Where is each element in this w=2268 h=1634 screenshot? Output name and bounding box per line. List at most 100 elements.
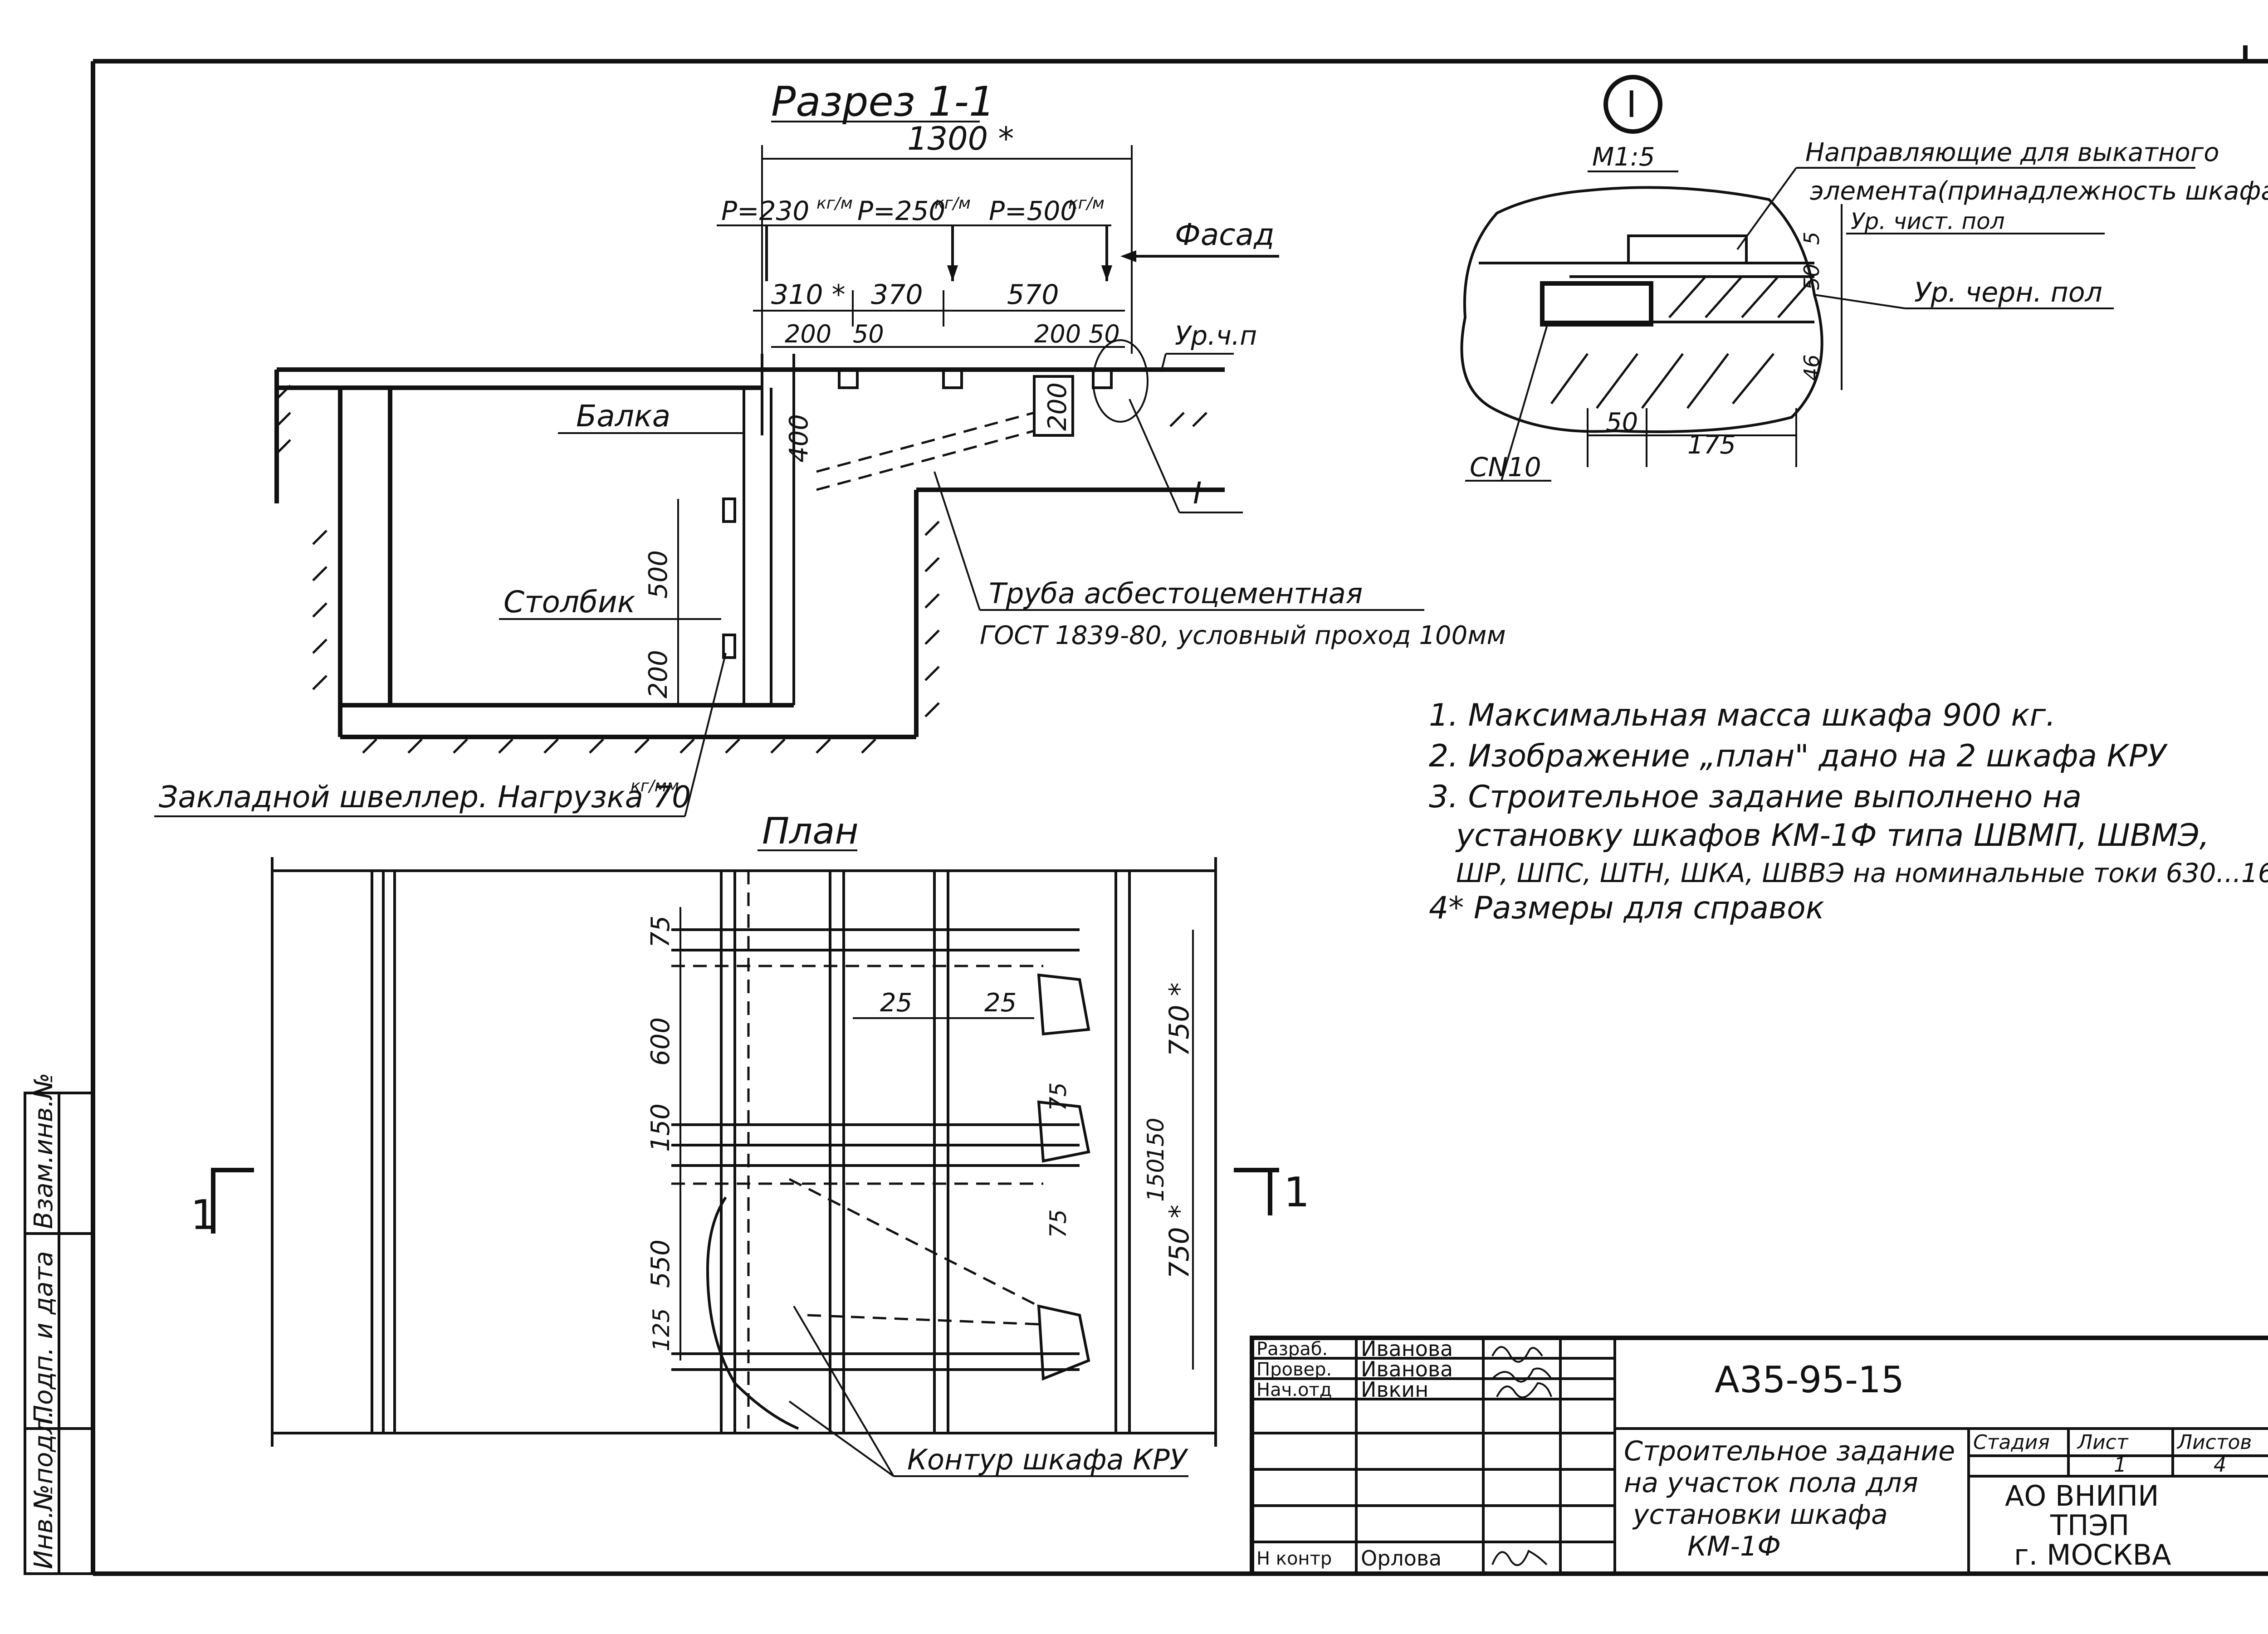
side-stamp-replace: Взам.инв.№ — [29, 1073, 59, 1229]
plan-dim-75c: 75 — [1045, 1209, 1071, 1238]
facade-label: Фасад — [1175, 217, 1275, 252]
plan-dim-550: 550 — [646, 1239, 675, 1288]
pipe-label-1: Труба асбестоцементная — [989, 577, 1363, 610]
tb-code: А35-95-15 — [1715, 1359, 1904, 1401]
title-block: Разраб. Иванова Провер. Иванова Нач.отд … — [1250, 1336, 2268, 1576]
contour-label: Контур шкафа КРУ — [907, 1443, 1189, 1476]
plan-title: План — [762, 810, 859, 852]
notes: 1. Максимальная масса шкафа 900 кг. 2. И… — [1429, 697, 2268, 926]
note-4: 4* Размеры для справок — [1429, 890, 1824, 926]
tb-h-sheets: Листов — [2176, 1431, 2252, 1454]
cut-right-number: 1 — [1284, 1169, 1310, 1216]
cabinet-contour-left — [706, 1196, 799, 1430]
node-dim-5: 5 — [1799, 232, 1824, 245]
dim-50b: 50 — [1089, 320, 1120, 348]
tb-sheets: 4 — [2214, 1454, 2226, 1477]
tb-sheet: 1 — [2114, 1454, 2126, 1477]
tb-name-1: Иванова — [1361, 1336, 1453, 1361]
dim-50a: 50 — [853, 320, 884, 348]
tb-name-3: Ивкин — [1361, 1377, 1428, 1402]
note-3-line-3: ШР, ШПС, ШТН, ШКА, ШВВЭ на номинальные т… — [1456, 858, 2268, 888]
node-dim-50: 50 — [1606, 408, 1638, 437]
signature-2 — [1491, 1367, 1552, 1383]
dim-200a: 200 — [785, 320, 831, 348]
signature-1 — [1491, 1346, 1543, 1363]
node-detail: I М1:5 Направляющие для выкатного элемен… — [1460, 75, 2268, 483]
load-1: Р=230 — [721, 195, 809, 226]
tb-name-4: Орлова — [1361, 1546, 1442, 1571]
tb-desc-4: КМ-1Ф — [1687, 1531, 1781, 1562]
side-stamp: Инв.№подл. Подп. и дата Взам.инв.№ — [24, 1073, 94, 1575]
dim-370: 370 — [871, 279, 923, 311]
dim-total: 1300 * — [907, 120, 1014, 157]
tb-org-2: ТПЭП — [2050, 1509, 2129, 1542]
plan-dim-150c: 150 — [1143, 1159, 1169, 1202]
node-mark: I — [1626, 83, 1637, 126]
post-label: Столбик — [503, 585, 635, 619]
node-mark-circle — [1603, 75, 1662, 134]
node-dim-46: 46 — [1799, 354, 1824, 381]
side-stamp-inv: Инв.№подл. — [29, 1410, 59, 1569]
dim-500: 500 — [644, 550, 673, 599]
tb-org-3: г. МОСКВА — [2014, 1538, 2171, 1571]
node-ref: I — [1193, 476, 1202, 511]
load-2: Р=250 — [857, 195, 945, 226]
note-3-line-2: установку шкафов КМ-1Ф типа ШВМП, ШВМЭ, — [1455, 818, 2209, 854]
node-guides-2: элемента(принадлежность шкафа, — [1810, 176, 2268, 206]
tb-role-4: Н контр — [1256, 1548, 1332, 1569]
plan-dim-750b: 750 * — [1163, 1205, 1195, 1279]
node-clean-floor: Ур. чист. пол — [1851, 208, 2005, 234]
side-stamp-sign: Подп. и дата — [29, 1251, 59, 1424]
tb-desc-2: на участок пола для — [1624, 1467, 1918, 1499]
floor-level: Ур.ч.п — [1175, 320, 1257, 351]
note-3: 3. Строительное задание выполнено на — [1429, 779, 2082, 815]
dim-200d: 200 — [644, 650, 673, 698]
cabinet-contour-top — [1037, 973, 1090, 1036]
note-2: 2. Изображение „план" дано на 2 шкафа КР… — [1429, 738, 2168, 774]
tb-desc-3: установки шкафа — [1632, 1499, 1888, 1531]
tb-role-3: Нач.отд — [1256, 1380, 1332, 1400]
channel-label: Закладной швеллер. Нагрузка 70 — [159, 780, 691, 815]
pipe-label-2: ГОСТ 1839-80, условный проход 100мм — [980, 621, 1506, 650]
load-2-unit: кг/м — [934, 194, 971, 213]
plan-dim-25b: 25 — [984, 988, 1017, 1018]
plan-dim-25a: 25 — [880, 988, 912, 1018]
note-1: 1. Максимальная масса шкафа 900 кг. — [1429, 697, 2056, 733]
node-channel — [1540, 281, 1653, 327]
tb-h-stage: Стадия — [1973, 1431, 2050, 1454]
tb-name-2: Иванова — [1361, 1357, 1453, 1381]
node-scale: М1:5 — [1592, 142, 1655, 172]
cabinet-contour-mid — [1037, 1100, 1090, 1163]
node-guides-1: Направляющие для выкатного — [1805, 138, 2219, 167]
beam-label: Балка — [576, 399, 670, 434]
plan-dim-125: 125 — [648, 1308, 675, 1351]
node-dim-50v: 50 — [1799, 263, 1824, 290]
tb-desc-1: Строительное задание — [1624, 1435, 1955, 1467]
dim-400: 400 — [784, 414, 814, 463]
plan-dim-75b: 75 — [1045, 1082, 1071, 1111]
node-rough-floor: Ур. черн. пол — [1914, 277, 2102, 308]
signature-4 — [1491, 1550, 1548, 1566]
tb-role-2: Провер. — [1256, 1359, 1332, 1380]
plan-dim-600: 600 — [646, 1017, 675, 1066]
dim-200b: 200 — [1034, 320, 1081, 348]
plan-dim-750a: 750 * — [1163, 982, 1195, 1057]
load-1-unit: кг/м — [816, 194, 853, 213]
channel-label-unit: кг/мм — [631, 777, 679, 795]
plan: План 1 — [191, 810, 1310, 1477]
node-dim-175: 175 — [1687, 430, 1736, 460]
dim-310: 310 * — [771, 279, 846, 311]
tb-org-1: АО ВНИПИ — [2005, 1479, 2159, 1512]
load-3-unit: кг/м — [1068, 194, 1105, 213]
dim-570: 570 — [1007, 279, 1059, 311]
section-1-1: Разрез 1-1 1300 * Р=230 кг/м Р=250 кг/м … — [154, 78, 1506, 817]
node-breakout — [1460, 186, 1823, 433]
cabinet-contour-bottom — [1037, 1304, 1090, 1381]
plan-dim-75a: 75 — [646, 916, 675, 948]
signature-3 — [1496, 1382, 1552, 1399]
tb-h-sheet: Лист — [2077, 1431, 2129, 1454]
section-title: Разрез 1-1 — [771, 78, 995, 126]
dim-200c: 200 — [1043, 382, 1072, 431]
load-3: Р=500 — [989, 195, 1077, 226]
